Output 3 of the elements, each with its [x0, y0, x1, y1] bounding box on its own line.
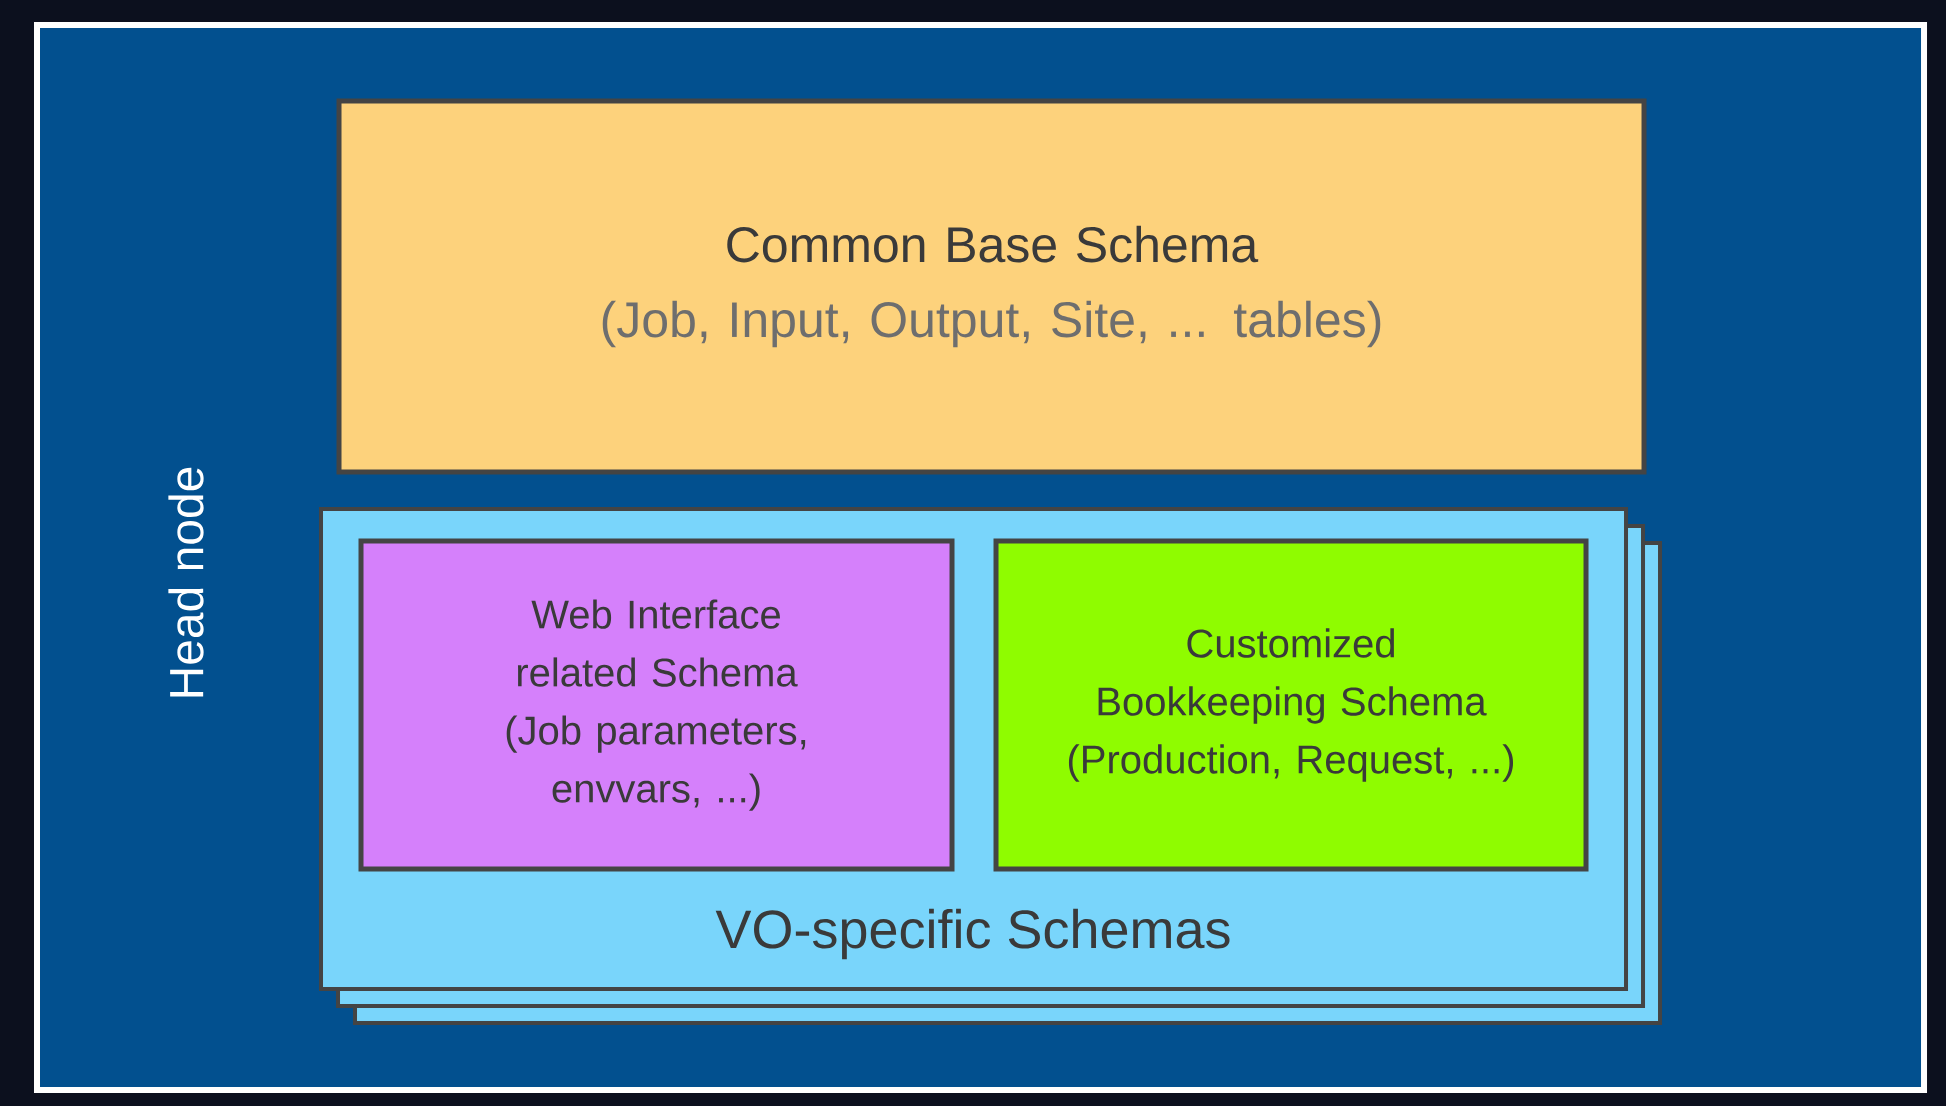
schema-box: Customized Bookkeeping Schema (Production, Request, ...) [993, 538, 1589, 872]
schema-box: Common Base Schema (Job, Input, Output, Site, ... tables) [336, 98, 1647, 475]
schema-box: Web Interface related Schema (Job parameters, envvars, ...) [358, 538, 955, 872]
